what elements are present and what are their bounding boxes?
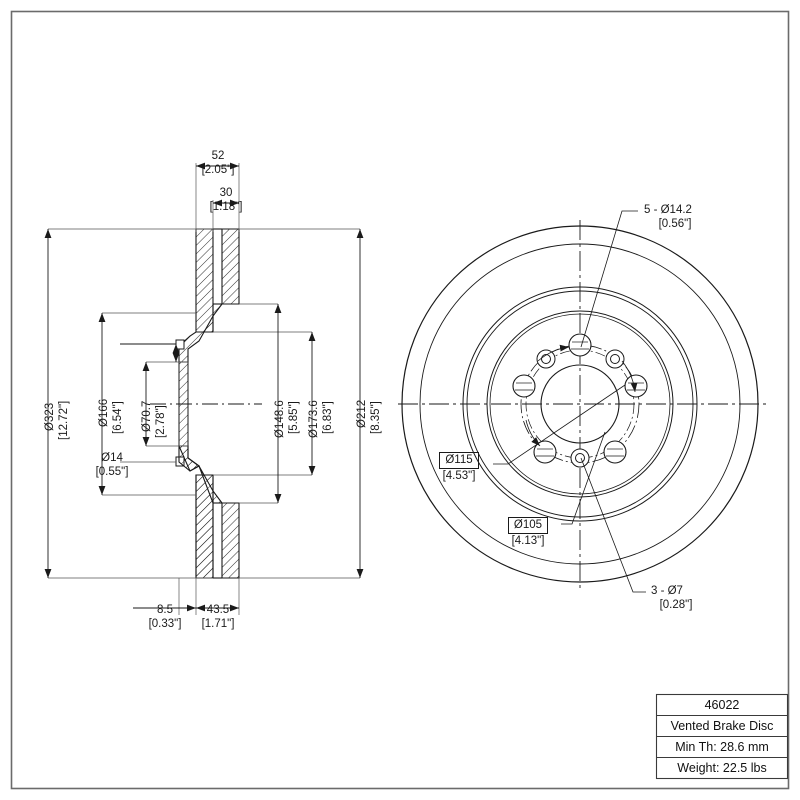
callout-bolt-circle-metric: Ø115 [439, 452, 479, 469]
dim-label-hat-diameter-imperial: [6.54"] [112, 401, 124, 434]
dim-label-pilot-diameter-metric: Ø70.7 [141, 400, 153, 432]
friction-inner-circle [462, 286, 698, 522]
pilot-bore-circle [540, 364, 620, 444]
vent-outer-circle [466, 290, 694, 518]
callout-lug-holes-metric: 5 - Ø14.2 [644, 204, 692, 216]
dim-label-hat-diameter-metric: Ø166 [98, 398, 110, 427]
dim-label-small-hole-metric: Ø14 [101, 452, 123, 464]
dim-label-outer-diameter-metric: Ø323 [44, 402, 56, 431]
dim-label-small-hole-imperial: [0.55"] [95, 466, 129, 478]
dim-label-friction-inner-diameter-imperial: [8.35"] [370, 401, 382, 434]
friction-ring-lower [195, 474, 240, 579]
title-block-description: Vented Brake Disc [670, 719, 774, 733]
small-hole [570, 448, 590, 468]
sheet-border [10, 10, 790, 790]
callout-bolt-circle-imperial: [4.53"] [442, 470, 476, 482]
leader-lines [493, 210, 646, 593]
dim-label-outer-diameter-imperial: [12.72"] [58, 400, 70, 440]
callout-inner-hole-circle-metric: Ø105 [507, 517, 549, 534]
dim-label-offset-metric: 43.5 [206, 604, 230, 616]
lug-hole [533, 440, 557, 464]
friction-ring-upper [195, 228, 240, 333]
dim-label-hat-height-imperial: [0.33"] [148, 618, 182, 630]
title-block-part-number: 46022 [704, 698, 740, 712]
title-block-frame [655, 693, 789, 780]
dim-label-overall-width-imperial: [2.05"] [201, 164, 235, 176]
dim-label-rotor-thickness-metric: 30 [219, 187, 233, 199]
face-view [398, 210, 766, 593]
callout-bolt-circle: Ø115 [429, 452, 489, 469]
title-block-min-thickness: Min Th: 28.6 mm [675, 740, 769, 754]
bolt-circle-arc-indicators [525, 344, 638, 447]
small-hole [605, 349, 625, 369]
rotor-edge-chamfer-circle [419, 243, 741, 565]
callout-small-holes-imperial: [0.28"] [659, 599, 693, 611]
dim-label-vent-outer-diameter-metric: Ø173.6 [308, 400, 320, 438]
section-view [44, 162, 364, 615]
lug-hole [512, 374, 536, 398]
dimension-arrows-left [44, 229, 180, 578]
dimension-arrows-top [196, 162, 239, 207]
leader-bolt-circle [493, 384, 626, 465]
dim-label-rotor-thickness-imperial: [1.18"] [209, 201, 243, 213]
dim-label-inner-vent-diameter-metric: Ø148.6 [274, 400, 286, 438]
dim-label-friction-inner-diameter-metric: Ø212 [356, 399, 368, 428]
dimension-lines-section [48, 163, 360, 615]
small-holes [536, 349, 625, 468]
leader-inner-hole-circle [561, 431, 606, 525]
lug-hole [624, 374, 648, 398]
dim-label-inner-vent-diameter-imperial: [5.85"] [288, 401, 300, 434]
lug-holes [512, 333, 648, 464]
dim-label-pilot-diameter-imperial: [2.78"] [155, 405, 167, 438]
dim-label-overall-width-metric: 52 [211, 150, 225, 162]
small-hole [536, 349, 556, 369]
hat-wall-lower [178, 403, 189, 447]
dim-label-offset-imperial: [1.71"] [201, 618, 235, 630]
callout-lug-holes-imperial: [0.56"] [658, 218, 692, 230]
lug-hole [568, 333, 592, 357]
dim-label-vent-outer-diameter-imperial: [6.83"] [322, 401, 334, 434]
lug-hole [603, 440, 627, 464]
dim-label-hat-height-metric: 8.5 [157, 604, 173, 616]
leader-small-holes [580, 457, 646, 593]
callout-small-holes-metric: 3 - Ø7 [651, 585, 683, 597]
hat-inner-circle [489, 313, 671, 495]
hat-wall-upper [178, 361, 189, 405]
callout-inner-hole-circle-imperial: [4.13"] [511, 535, 545, 547]
callout-inner-hole-circle: Ø105 [498, 517, 558, 534]
leader-lug-holes [580, 210, 638, 348]
title-block-weight: Weight: 22.5 lbs [677, 761, 767, 775]
dimension-arrows-right [274, 229, 364, 578]
rotor-outer-circle [401, 225, 759, 583]
hat-outer-circle [486, 310, 674, 498]
